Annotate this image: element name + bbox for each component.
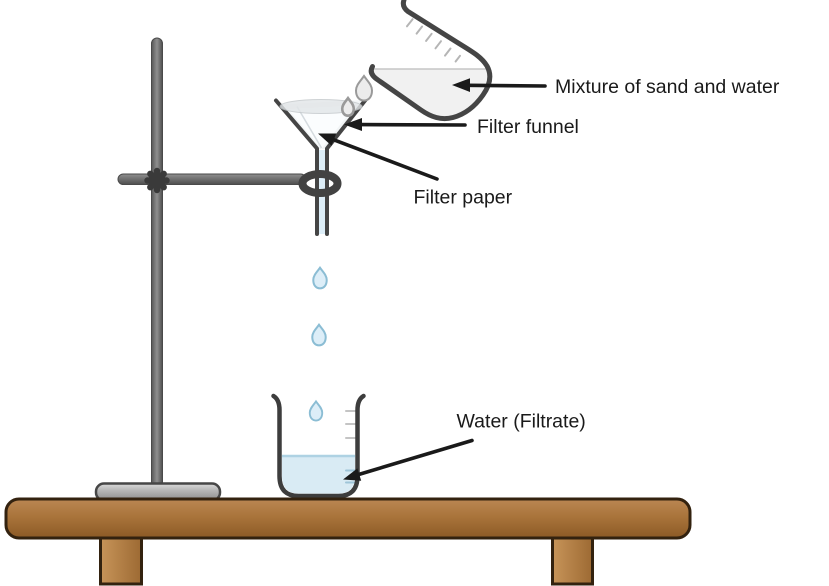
arrow-line-filtrate [355, 438, 474, 477]
mixture-beaker-outline [368, 0, 493, 122]
beaker-graduations [406, 18, 461, 63]
collection-beaker-outline [271, 393, 366, 499]
filter-paper-fold [296, 106, 323, 149]
clamp-knob [144, 167, 170, 194]
label-mixture: Mixture of sand and water [555, 76, 780, 98]
arrow-line-filter-paper [330, 137, 439, 181]
collection-beaker [271, 393, 366, 499]
support-ring [298, 170, 342, 197]
retort-stand [94, 37, 307, 502]
pouring-drop [342, 98, 354, 116]
label-filtrate: Water (Filtrate) [457, 411, 586, 433]
table-top [4, 497, 692, 540]
stand-rod [151, 37, 163, 489]
arrowhead-filter-paper [318, 133, 337, 146]
arrowhead-filter-funnel [344, 118, 362, 131]
funnel-outline-right [325, 93, 371, 236]
pouring-drop [356, 76, 372, 101]
table-leg-right [551, 534, 594, 586]
filter-funnel-assembly [274, 93, 371, 236]
falling-drop [312, 266, 328, 290]
arrow-line-mixture [464, 83, 547, 88]
mixture-liquid [372, 69, 489, 117]
arrow-heads [318, 78, 470, 481]
funnel-outline-left [274, 98, 319, 236]
label-filter-funnel: Filter funnel [477, 116, 579, 138]
table-leg-left [99, 534, 143, 586]
mixture-beaker [368, 0, 493, 122]
arrowhead-mixture [452, 78, 470, 92]
label-filter-paper: Filter paper [414, 187, 513, 209]
arrowhead-filtrate [343, 468, 362, 481]
falling-drop [311, 323, 327, 347]
filtrate-water [282, 456, 355, 494]
filter-paper-cone [288, 105, 355, 149]
collection-beaker-graduations [345, 410, 357, 484]
falling-drop [308, 399, 324, 422]
leader-arrows [330, 83, 547, 477]
